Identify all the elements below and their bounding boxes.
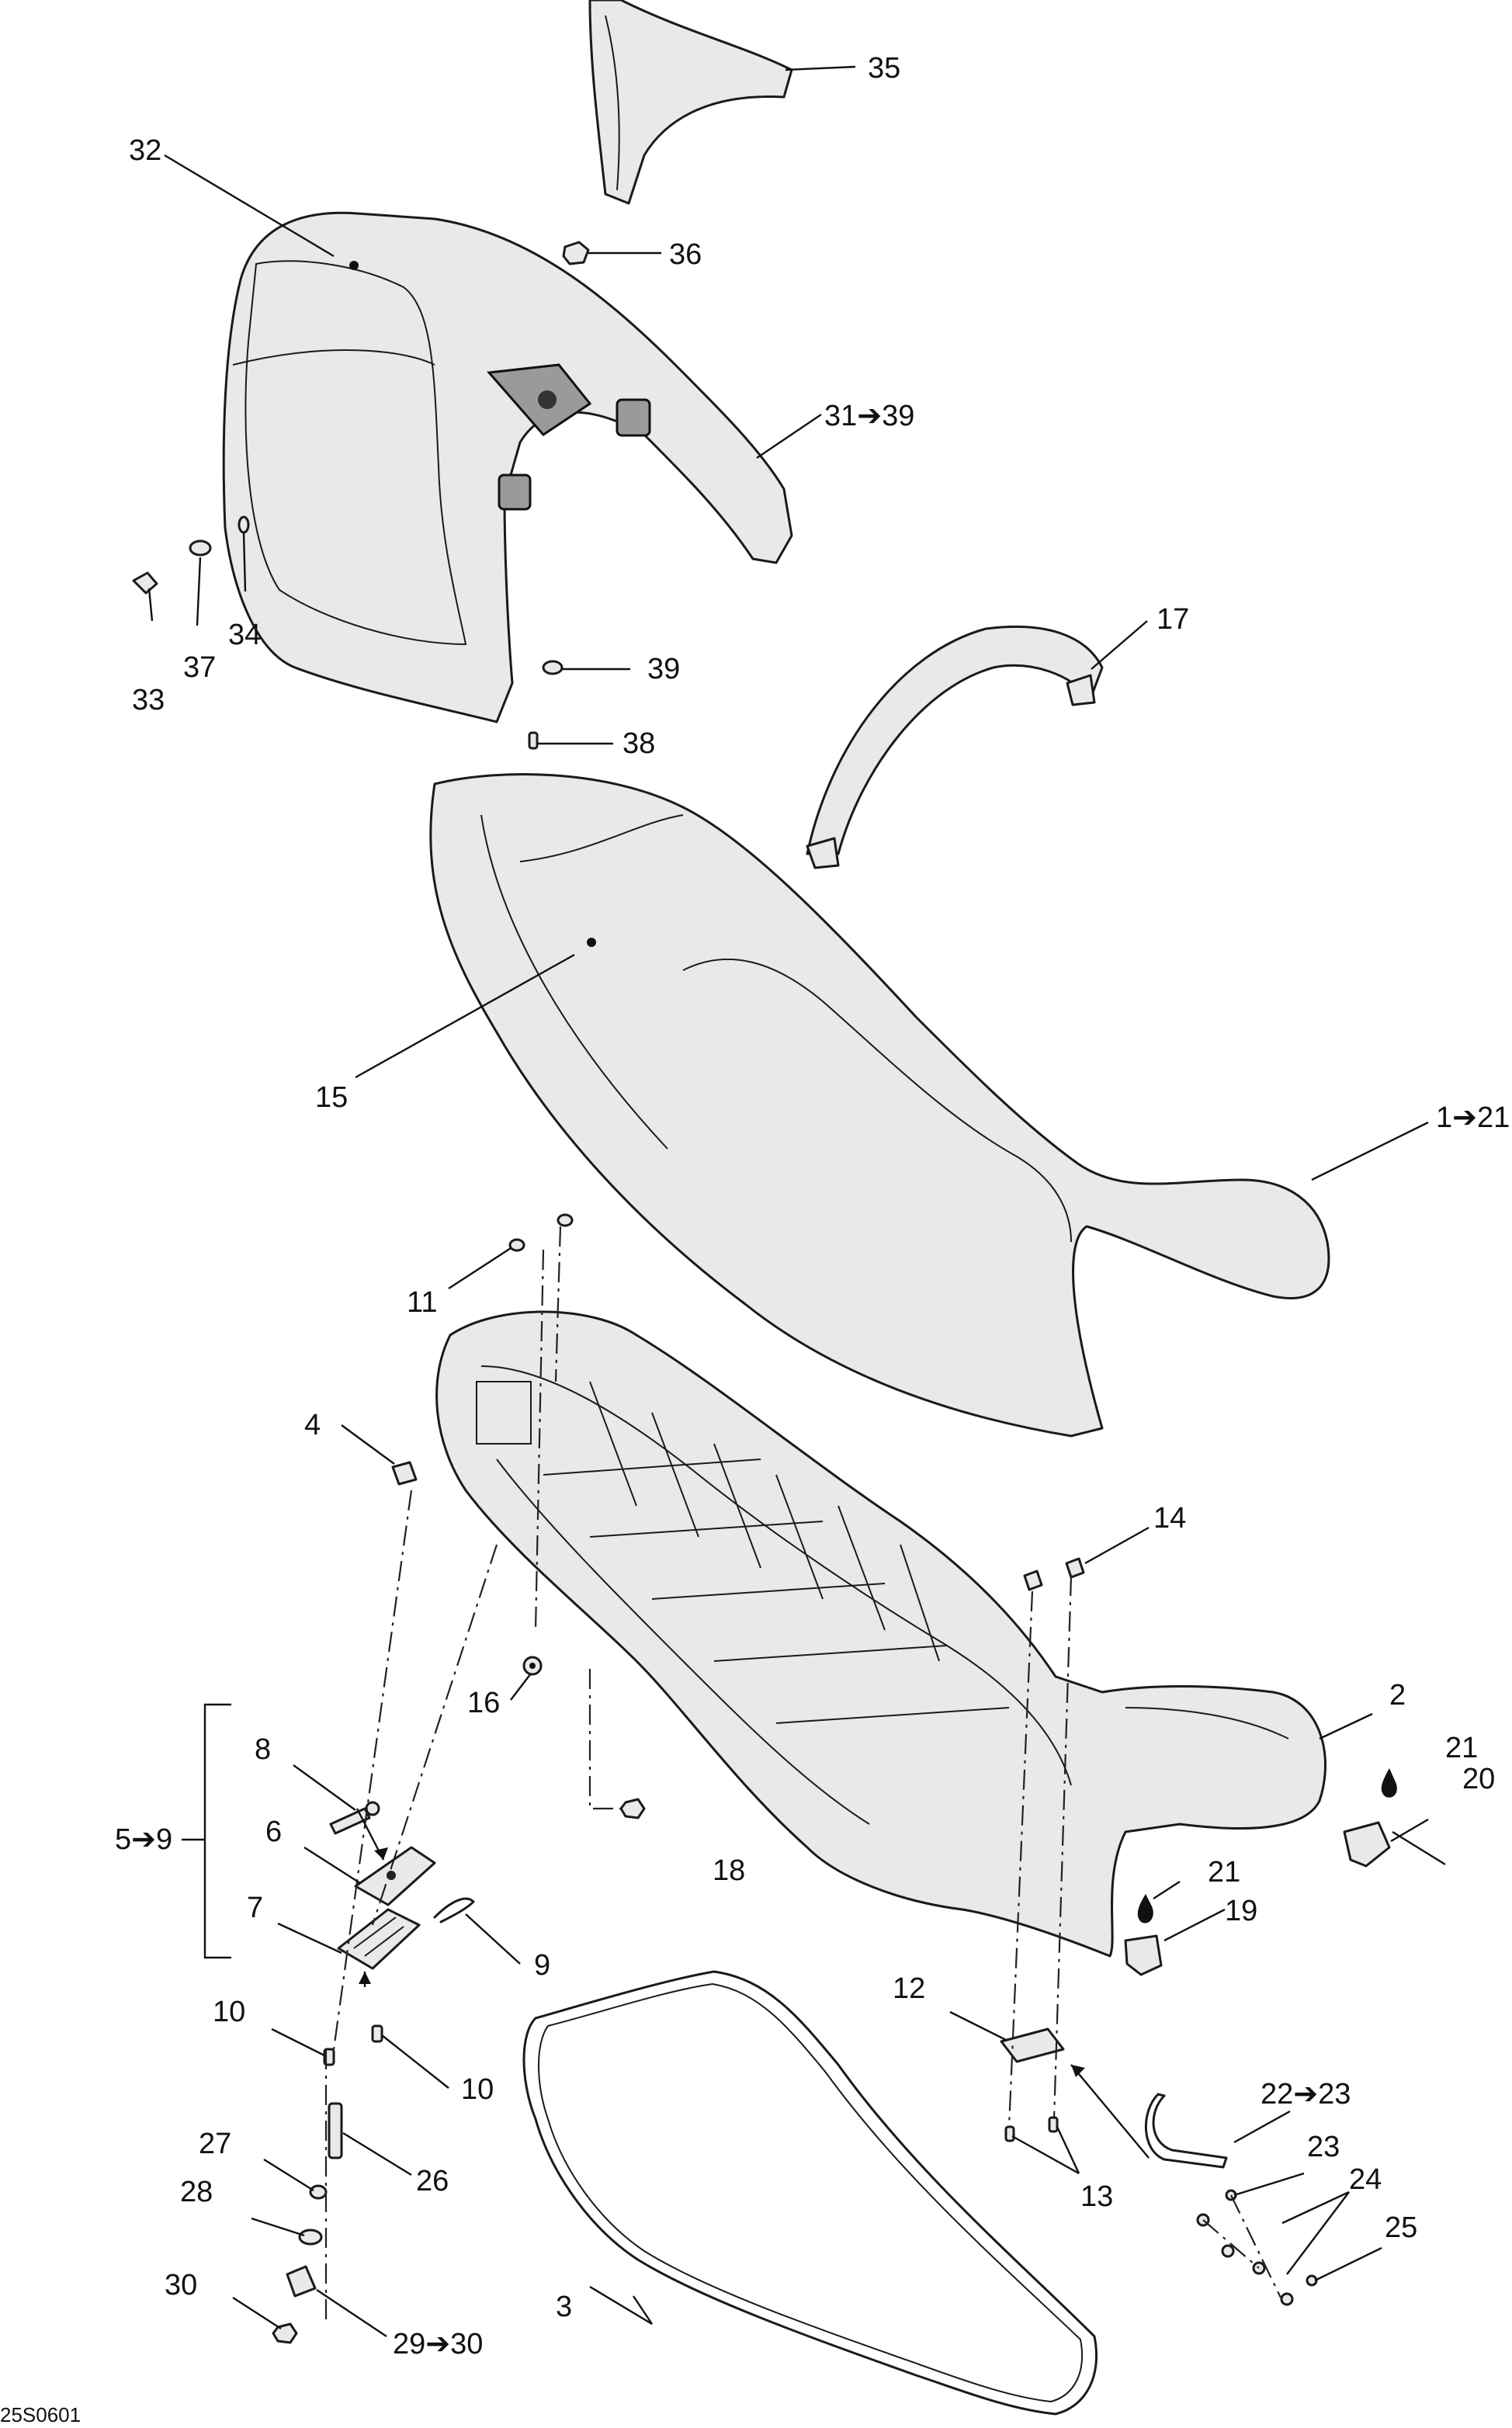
part-38-screw xyxy=(528,731,539,750)
part-2-seat-base xyxy=(435,1310,1326,1958)
callout-24: 24 xyxy=(1349,2163,1382,2196)
callout-1-21: 1➔21 xyxy=(1436,1101,1510,1134)
callout-31-39: 31➔39 xyxy=(824,400,914,432)
callout-14: 14 xyxy=(1153,1502,1186,1535)
callout-26: 26 xyxy=(416,2165,449,2197)
part-20-bumper xyxy=(1343,1821,1391,1868)
part-28-washer xyxy=(298,2229,323,2246)
part-9-spring xyxy=(433,1897,475,1923)
part-10-screws xyxy=(323,2024,383,2066)
callout-35: 35 xyxy=(868,52,900,85)
part-11-washers xyxy=(508,1213,574,1252)
part-15-seat-cover xyxy=(429,773,1330,1438)
callout-16: 16 xyxy=(467,1687,500,1719)
callout-25: 25 xyxy=(1385,2211,1417,2244)
callout-23: 23 xyxy=(1307,2131,1340,2163)
callout-28: 28 xyxy=(180,2176,213,2208)
part-30-nut xyxy=(272,2322,298,2344)
callout-9: 9 xyxy=(534,1949,550,1982)
part-39-washer xyxy=(542,660,564,675)
part-14-clips xyxy=(1023,1557,1085,1591)
callout-21b: 21 xyxy=(1208,1856,1240,1889)
callout-13: 13 xyxy=(1080,2180,1113,2213)
callout-18: 18 xyxy=(713,1854,745,1887)
callout-5-9: 5➔9 xyxy=(115,1823,172,1856)
callout-3: 3 xyxy=(556,2291,572,2323)
part-17-strap xyxy=(806,626,1104,869)
part-35-handle-cap xyxy=(588,0,793,205)
callout-32: 32 xyxy=(129,134,161,167)
assembly-arrows xyxy=(355,1808,1150,2159)
callout-38: 38 xyxy=(622,727,655,760)
callout-17: 17 xyxy=(1157,603,1189,636)
part-21-adhesive-drop-b xyxy=(1137,1894,1153,1923)
callout-8: 8 xyxy=(255,1733,271,1766)
alignment-lines xyxy=(324,1226,1281,2321)
part-21-adhesive-drop-a xyxy=(1381,1768,1397,1798)
part-4-clip xyxy=(391,1461,418,1486)
callout-7: 7 xyxy=(247,1892,263,1924)
callout-10b: 10 xyxy=(461,2073,494,2106)
callout-39: 39 xyxy=(647,653,680,685)
part-29-cap xyxy=(286,2265,317,2298)
callout-21a: 21 xyxy=(1445,1732,1478,1764)
group-bracket-5-9 xyxy=(182,1703,231,1959)
callout-19: 19 xyxy=(1225,1895,1257,1927)
callout-6: 6 xyxy=(265,1816,282,1848)
part-32-rear-seat xyxy=(222,211,793,723)
part-36-nut xyxy=(562,241,590,265)
part-37-washer xyxy=(189,539,212,557)
callout-11: 11 xyxy=(407,1286,437,1319)
figure-code: 25S0601 xyxy=(0,2403,81,2426)
callout-20: 20 xyxy=(1462,1763,1495,1795)
callout-4: 4 xyxy=(304,1409,321,1441)
part-3-gasket xyxy=(522,1970,1098,2416)
callout-2: 2 xyxy=(1389,1679,1406,1712)
callout-27: 27 xyxy=(199,2128,231,2160)
leader-lines xyxy=(147,65,1446,2337)
callout-30: 30 xyxy=(165,2269,197,2301)
part-33-bolt xyxy=(132,571,158,595)
callout-37: 37 xyxy=(183,651,216,684)
part-26-pin xyxy=(328,2102,343,2159)
callout-34: 34 xyxy=(228,619,261,651)
part-22-latch-hook xyxy=(1144,2093,1228,2169)
part-7-lock-plate xyxy=(337,1908,421,1970)
part-12-latch-plate xyxy=(1000,2027,1065,2063)
part-19-bumper xyxy=(1124,1934,1163,1976)
part-34-clip xyxy=(238,515,250,534)
callout-labels: 35 36 31➔39 32 33 37 34 39 38 17 15 1➔21… xyxy=(115,52,1510,2360)
part-23-24-25-fasteners xyxy=(1196,2189,1318,2306)
callout-12: 12 xyxy=(893,1972,925,2005)
callout-15: 15 xyxy=(315,1081,348,1114)
part-16-grommet xyxy=(522,1656,543,1676)
callout-33: 33 xyxy=(132,684,165,716)
callout-29-30: 29➔30 xyxy=(393,2328,483,2360)
callout-10a: 10 xyxy=(213,1996,245,2028)
part-8-pin xyxy=(329,1801,380,1835)
callout-22-23: 22➔23 xyxy=(1261,2078,1351,2111)
part-27-nut xyxy=(309,2184,328,2200)
part-6-lock-housing xyxy=(354,1846,436,1906)
part-18-nut xyxy=(619,1798,646,1819)
callout-36: 36 xyxy=(669,238,702,271)
